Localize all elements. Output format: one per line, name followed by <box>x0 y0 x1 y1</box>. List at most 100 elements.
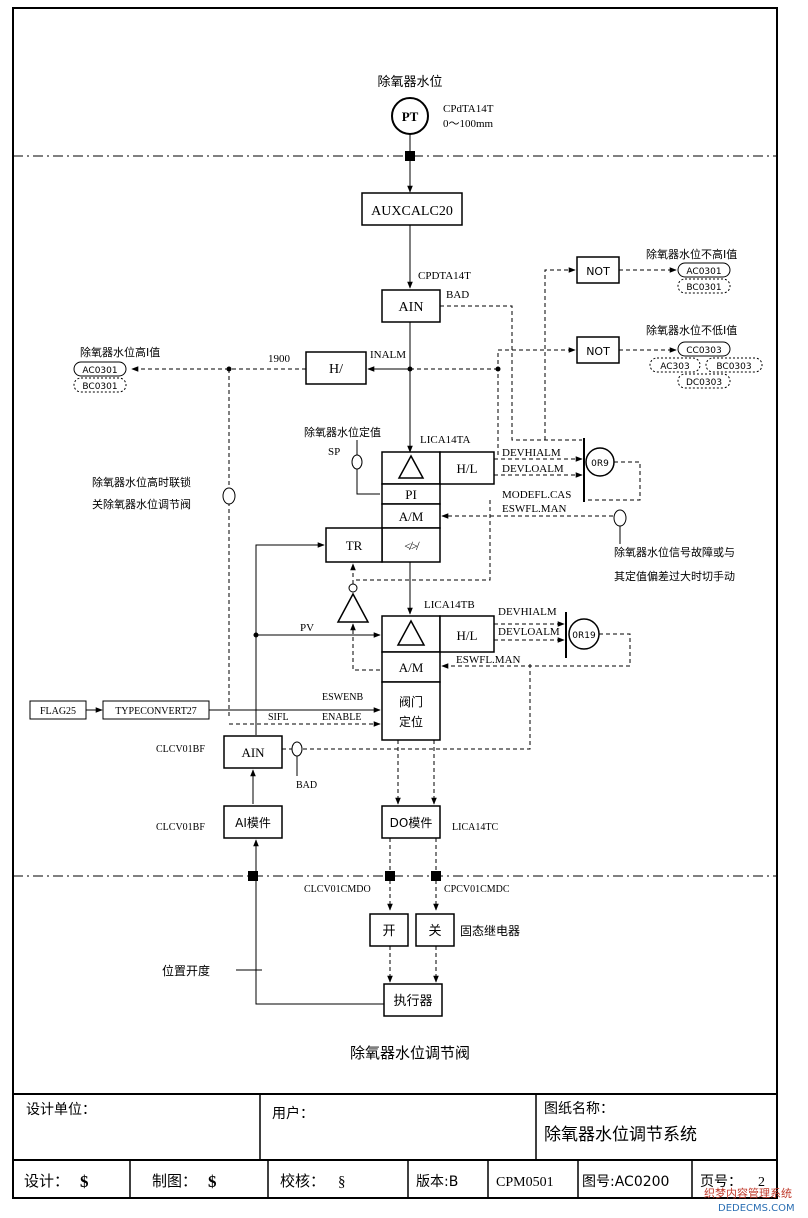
version: 版本:B <box>416 1174 458 1190</box>
ref-tag <box>649 357 701 373</box>
sp-circle <box>351 454 363 470</box>
transfer-symbol: ≮≯ <box>404 539 420 553</box>
pid1-hl-cell <box>439 451 495 485</box>
close-label: 关 <box>428 924 441 939</box>
io-point <box>385 871 395 881</box>
tr-block <box>325 527 383 563</box>
or19-label: 0R19 <box>572 631 596 641</box>
open-label: 开 <box>382 924 395 939</box>
bad-signal-line <box>440 305 582 441</box>
sp-label: SP <box>328 446 340 458</box>
transmitter-label: PT <box>402 109 419 124</box>
ref-label: DC0303 <box>686 378 722 388</box>
note-high-value: 除氧器水位高I值 <box>80 345 160 359</box>
tr-label: TR <box>346 538 363 553</box>
ain-label: AIN <box>399 300 424 315</box>
ref-tag <box>73 377 127 393</box>
user-label: 用户： <box>272 1105 314 1122</box>
checker-value: § <box>338 1174 346 1190</box>
note-fault-2: 其定值偏差过大时切手动 <box>614 569 735 583</box>
valve-positioner-1: 阀门 <box>399 694 423 709</box>
ref-tag <box>677 278 731 294</box>
high-limit-value: 1900 <box>268 353 291 365</box>
high-limit-label: H/ <box>329 362 343 377</box>
not-label-2: NOT <box>586 345 610 358</box>
watermark-line2: DEDECMS.COM <box>718 1203 795 1214</box>
drafter-label: 制图： <box>152 1172 197 1190</box>
sp-line <box>356 469 380 495</box>
designer-value: $ <box>80 1172 89 1191</box>
am2-cell <box>381 651 441 683</box>
ain-feedback-label: AIN <box>241 745 265 760</box>
checker-label: 校核： <box>280 1172 325 1190</box>
or9-label: 0R9 <box>591 459 609 469</box>
inverter-input <box>350 623 380 671</box>
auxcalc-block <box>361 192 463 226</box>
bad-feedback-line <box>282 664 531 750</box>
page-label: 页号： <box>700 1174 742 1190</box>
pid1-tag: LICA14TA <box>420 434 471 446</box>
sifl-label: SIFL <box>268 712 289 723</box>
pi-label: PI <box>405 487 417 502</box>
ref-label: BC0301 <box>686 283 721 293</box>
ref-label: CC0303 <box>686 346 721 356</box>
ai-module-label: AI模件 <box>235 816 271 830</box>
valve-positioner-2: 定位 <box>399 714 423 729</box>
designer-label: 设计： <box>24 1172 69 1190</box>
drawing-number: 图号:AC0200 <box>582 1174 669 1190</box>
devhialm2: DEVHIALM <box>498 606 557 618</box>
feedback-line <box>255 542 325 735</box>
or9-feedback <box>584 461 641 501</box>
am1-label: A/M <box>399 509 424 524</box>
ref-label: AC0301 <box>82 366 117 376</box>
pid2-tag: LICA14TB <box>424 599 475 611</box>
note-interlock-1: 除氧器水位高时联锁 <box>92 475 191 489</box>
fault-circle <box>613 509 627 527</box>
tr-track-line <box>355 500 491 581</box>
modefl-label: MODEFL.CAS <box>502 489 571 501</box>
ref-label: AC0301 <box>686 267 721 277</box>
transfer-cell <box>381 527 441 563</box>
watermark-line1: 织梦内容管理系统 <box>704 1186 792 1200</box>
ref-label: BC0301 <box>82 382 117 392</box>
sensor-tag: 除氧器水位 <box>377 75 442 90</box>
relay-label: 固态继电器 <box>460 924 520 938</box>
pid2-hl-cell <box>439 615 495 653</box>
eswfl2-line <box>441 633 631 669</box>
cmd-open-tag: CLCV01CMDO <box>304 884 371 895</box>
typeconvert-label: TYPECONVERT27 <box>115 706 197 717</box>
close-relay <box>415 913 455 947</box>
do-module-tag: LICA14TC <box>452 822 498 833</box>
inalm-label: INALM <box>370 349 406 361</box>
devloalm2: DEVLOALM <box>498 626 560 638</box>
drawing-code: CPM0501 <box>496 1175 554 1190</box>
drawing-name: 除氧器水位调节系统 <box>544 1125 697 1145</box>
devhialm1: DEVHIALM <box>502 447 561 459</box>
cmd-close-tag: CPCV01CMDC <box>444 884 510 895</box>
ref-tag <box>677 341 731 357</box>
eswfl1-label: ESWFL.MAN <box>502 503 567 515</box>
pv-label: PV <box>300 622 314 634</box>
note-not-low: 除氧器水位不低I值 <box>646 323 737 337</box>
delta-symbol <box>397 454 425 479</box>
actuator-block <box>383 983 443 1017</box>
delta-symbol <box>396 619 426 646</box>
not2-input-line <box>497 347 576 455</box>
sensor-code: CPdTA14T <box>443 103 494 115</box>
sensor-range: 0～100mm <box>443 118 494 130</box>
not-block-1 <box>576 256 620 284</box>
ai-module-tag: CLCV01BF <box>156 822 205 833</box>
pid1-hl-label: H/L <box>457 461 478 476</box>
io-point <box>248 871 258 881</box>
valve-positioner-cell <box>381 681 441 741</box>
drawing-frame <box>12 7 778 1199</box>
ain-input-tag: CPDTA14T <box>418 270 471 282</box>
flag-label: FLAG25 <box>40 706 76 717</box>
inverter-symbol <box>336 592 370 623</box>
note-fault-1: 除氧器水位信号故障或与 <box>614 545 735 559</box>
design-unit-label: 设计单位： <box>26 1102 96 1118</box>
enable-label: ENABLE <box>322 712 361 723</box>
note-sp-label: 除氧器水位定值 <box>304 425 381 439</box>
not-label-1: NOT <box>586 265 610 278</box>
note-not-high: 除氧器水位不高I值 <box>646 247 737 261</box>
